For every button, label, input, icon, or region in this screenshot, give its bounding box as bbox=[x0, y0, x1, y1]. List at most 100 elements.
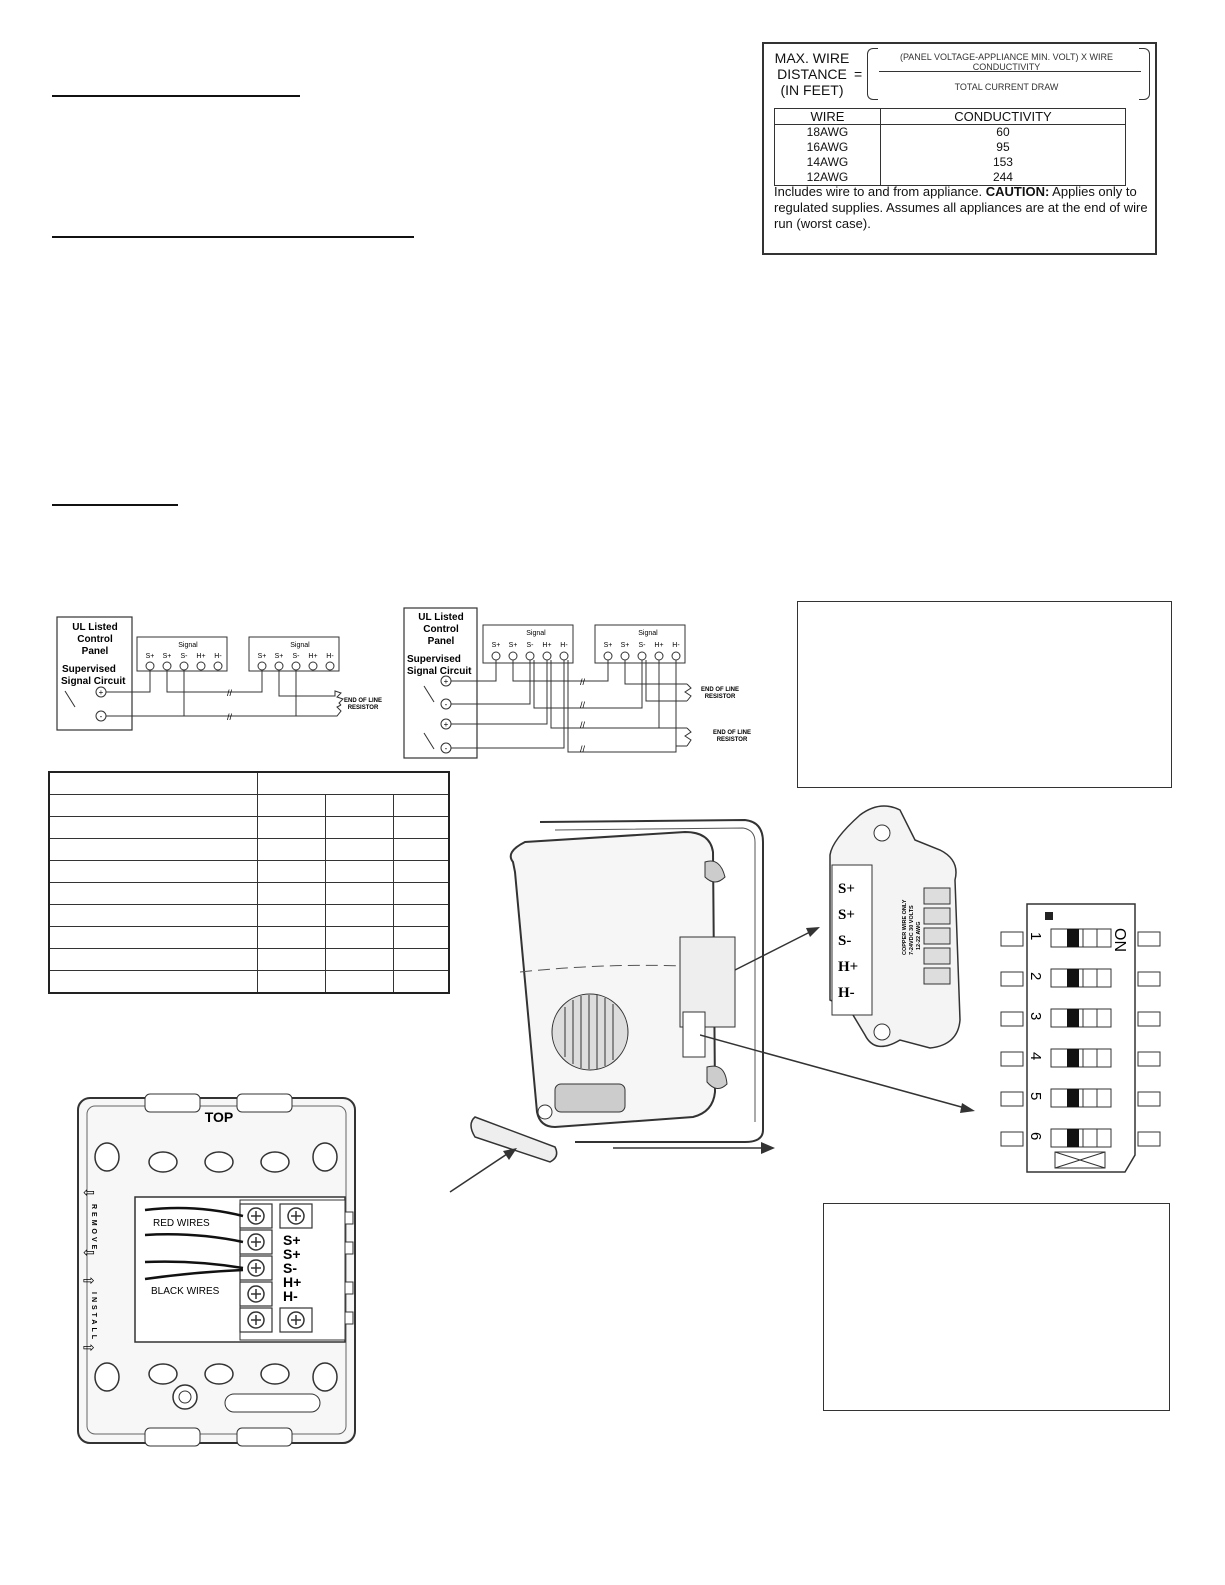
empty-note-box-top bbox=[797, 601, 1172, 788]
section-rule-3 bbox=[52, 504, 178, 506]
backplate-terminal-label: S+ bbox=[283, 1232, 301, 1248]
dip-switch: ON 1 2 3 4 5 6 bbox=[1000, 903, 1161, 1173]
wiring-diagram-dual: UL Listed Control Panel Supervised Signa… bbox=[403, 607, 751, 759]
circuit-label-line1: Supervised bbox=[407, 654, 461, 665]
table-row bbox=[48, 948, 450, 971]
conductivity-cell: 95 bbox=[879, 140, 1127, 155]
blank-settings-table bbox=[48, 771, 450, 994]
formula-left-bracket bbox=[867, 48, 878, 100]
terminal-label: S+ bbox=[275, 653, 284, 660]
eol-resistor-line2: RESISTOR bbox=[348, 705, 379, 711]
formula-note: Includes wire to and from appliance. CAU… bbox=[774, 184, 1149, 232]
closeup-terminal-label: S+ bbox=[838, 907, 855, 923]
terminal-label: S+ bbox=[492, 642, 501, 649]
section-rule-2 bbox=[52, 236, 414, 238]
install-label: INSTALL bbox=[90, 1292, 97, 1342]
remove-arrow-icon: ⇦ bbox=[83, 1245, 95, 1261]
terminal-label: S- bbox=[293, 653, 301, 660]
wire-cell: 12AWG bbox=[774, 170, 881, 186]
empty-note-box-bottom bbox=[823, 1203, 1170, 1411]
terminal-label: S+ bbox=[621, 642, 630, 649]
circuit-label-line1: Supervised bbox=[62, 664, 116, 675]
circuit-label-line2: Signal Circuit bbox=[61, 676, 126, 687]
closeup-side-text-2: 7-24VDC 30 VOLTS bbox=[909, 905, 915, 955]
dip-position-label: 6 bbox=[1027, 1132, 1044, 1140]
table-header-conductivity: CONDUCTIVITY bbox=[879, 108, 1127, 125]
terminal-label: S+ bbox=[163, 653, 172, 660]
panel-label-line3: Panel bbox=[82, 646, 109, 657]
backplate-top-label: TOP bbox=[205, 1109, 234, 1125]
terminal-label: S- bbox=[639, 642, 647, 649]
svg-text:-: - bbox=[445, 700, 448, 709]
svg-text://: // bbox=[580, 677, 586, 687]
formula-denominator: TOTAL CURRENT DRAW bbox=[954, 82, 1059, 92]
device-illustration bbox=[449, 818, 775, 1193]
formula-lhs-line3: (IN FEET) bbox=[780, 82, 844, 98]
table-row bbox=[48, 904, 450, 927]
table-row bbox=[48, 882, 450, 905]
svg-text://: // bbox=[580, 700, 586, 710]
terminal-label: H+ bbox=[308, 653, 317, 660]
panel-label-line1: UL Listed bbox=[418, 612, 463, 623]
eol-resistor-line2: RESISTOR bbox=[705, 694, 736, 700]
terminal-label: H+ bbox=[196, 653, 205, 660]
dip-position-label: 3 bbox=[1027, 1012, 1044, 1020]
formula-equals: = bbox=[854, 66, 863, 82]
note-caution: CAUTION: bbox=[985, 184, 1050, 199]
circuit-label-line2: Signal Circuit bbox=[407, 666, 472, 677]
closeup-terminal-label: S- bbox=[838, 933, 851, 949]
terminal-label: H+ bbox=[542, 642, 551, 649]
install-arrow-icon: ⇨ bbox=[83, 1273, 95, 1289]
terminal-label: H+ bbox=[654, 642, 663, 649]
formula-lhs: MAX. WIRE DISTANCE (IN FEET) bbox=[772, 50, 852, 98]
formula-lhs-line2: DISTANCE bbox=[777, 66, 847, 82]
conductivity-cell: 153 bbox=[879, 155, 1127, 170]
conductivity-cell: 60 bbox=[879, 124, 1127, 140]
terminal-label: S+ bbox=[604, 642, 613, 649]
terminal-label: H- bbox=[214, 653, 222, 660]
red-wires-label: RED WIRES bbox=[153, 1218, 210, 1229]
conductivity-cell: 244 bbox=[879, 170, 1127, 186]
wire-cell: 14AWG bbox=[774, 155, 881, 170]
wire-cell: 18AWG bbox=[774, 124, 881, 140]
wiring-diagram-single: UL Listed Control Panel Supervised Signa… bbox=[56, 616, 382, 731]
closeup-terminal-label: H+ bbox=[838, 959, 858, 975]
section-rule-1 bbox=[52, 95, 300, 97]
dip-position-label: 2 bbox=[1027, 972, 1044, 980]
table-row bbox=[48, 816, 450, 839]
note-part1: Includes wire to and from appliance. bbox=[774, 184, 986, 199]
svg-text:+: + bbox=[99, 688, 104, 697]
panel-label-line2: Control bbox=[77, 634, 113, 645]
svg-text:-: - bbox=[100, 712, 103, 721]
pointer-arrows bbox=[700, 927, 975, 1113]
eol-resistor-line1: END OF LINE bbox=[344, 698, 382, 704]
formula-numerator: (PANEL VOLTAGE-APPLIANCE MIN. VOLT) X WI… bbox=[899, 52, 1114, 72]
svg-text://: // bbox=[580, 744, 586, 754]
eol-resistor-line1: END OF LINE bbox=[701, 687, 739, 693]
eol-resistor-line2: RESISTOR bbox=[717, 737, 748, 743]
terminal-label: H- bbox=[672, 642, 680, 649]
terminal-label: S- bbox=[527, 642, 535, 649]
dip-position-label: 1 bbox=[1027, 932, 1044, 940]
signal-block-title: Signal bbox=[178, 642, 198, 649]
terminal-label: H- bbox=[326, 653, 334, 660]
table-row bbox=[48, 860, 450, 883]
svg-text://: // bbox=[227, 712, 233, 722]
eol-resistor-line1: END OF LINE bbox=[713, 730, 751, 736]
backplate-terminal-label: S- bbox=[283, 1260, 297, 1276]
table-row bbox=[48, 970, 450, 994]
signal-block-title: Signal bbox=[638, 630, 658, 637]
table-row bbox=[48, 838, 450, 861]
formula-right-bracket bbox=[1139, 48, 1150, 100]
remove-label: REMOVE bbox=[90, 1204, 97, 1252]
dip-position-label: 4 bbox=[1027, 1052, 1044, 1060]
wire-cell: 16AWG bbox=[774, 140, 881, 155]
dip-position-label: 5 bbox=[1027, 1092, 1044, 1100]
backplate-terminal-label: H- bbox=[283, 1288, 298, 1304]
panel-label-line2: Control bbox=[423, 624, 459, 635]
panel-label-line3: Panel bbox=[428, 636, 455, 647]
remove-arrow-icon: ⇦ bbox=[83, 1185, 95, 1201]
